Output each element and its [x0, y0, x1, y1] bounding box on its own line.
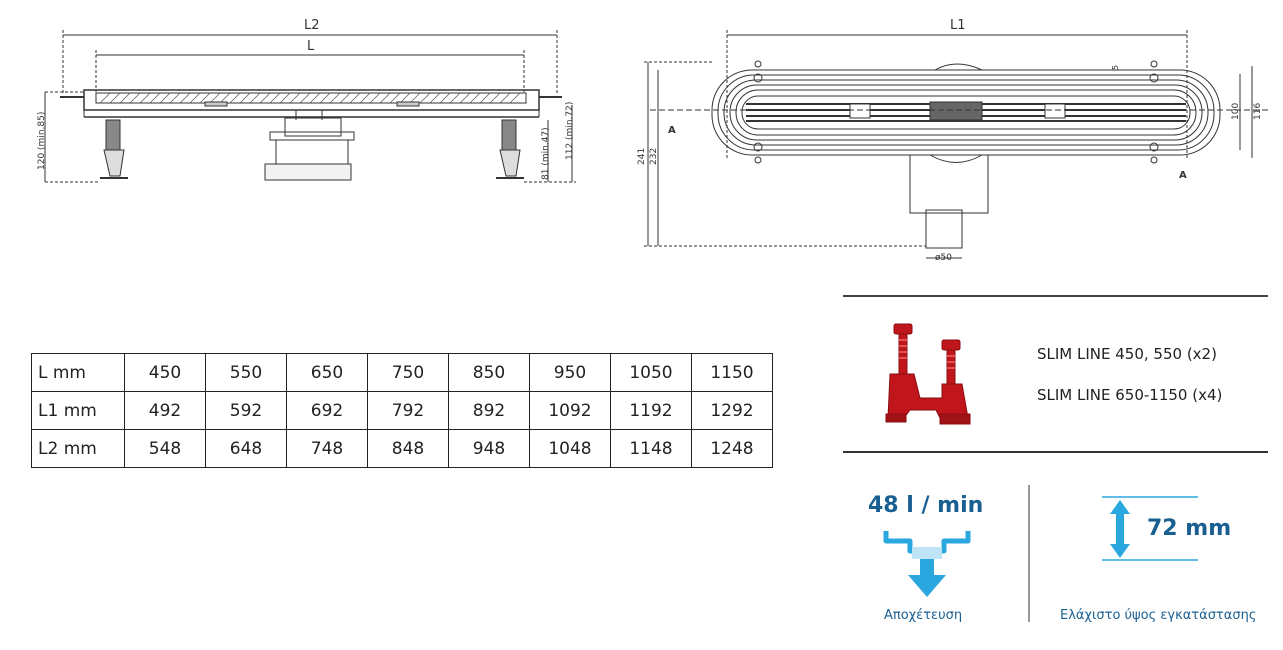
table-cell: 492 [124, 391, 206, 430]
row-header: L1 mm [31, 391, 125, 430]
side-view-drawing: L2 L 120 (min.85) 81 (min.47) 112 (min.7… [37, 18, 576, 183]
table-cell: 948 [448, 429, 530, 468]
dim-5-label: 5 [1111, 65, 1120, 70]
dimensions-table: L mm 450 550 650 750 850 950 1050 1150 L… [31, 353, 773, 468]
dim-232-label: 232 [649, 148, 659, 165]
height-label: Ελάχιστο ύψος εγκατάστασης [1060, 608, 1257, 623]
table-cell: 792 [367, 391, 449, 430]
table-cell: 648 [205, 429, 287, 468]
table-row: L mm 450 550 650 750 850 950 1050 1150 [31, 353, 773, 392]
drainage-icon [883, 531, 971, 597]
l1-label: L1 [950, 18, 966, 33]
table-cell: 1048 [529, 429, 611, 468]
table-cell: 750 [367, 353, 449, 392]
section-a-left-label: A [668, 125, 676, 136]
section-a-right-label: A [1179, 170, 1187, 181]
dim-100-label: 100 [1231, 103, 1241, 120]
adjustable-feet-icon [885, 323, 971, 425]
dim-116-label: 116 [1253, 103, 1263, 120]
table-cell: 1050 [610, 353, 692, 392]
flow-label: Αποχέτευση [884, 608, 963, 623]
dim-120-label: 120 (min.85) [37, 112, 47, 170]
feet-line-1: SLIM LINE 450, 550 (x2) [1037, 345, 1217, 363]
specs-vertical-divider [1028, 485, 1030, 622]
table-cell: 1292 [691, 391, 773, 430]
dim-81-label: 81 (min.47) [541, 127, 551, 180]
table-cell: 692 [286, 391, 368, 430]
diameter-label: ø50 [935, 253, 952, 263]
row-header: L mm [31, 353, 125, 392]
table-cell: 1150 [691, 353, 773, 392]
table-cell: 1192 [610, 391, 692, 430]
divider-bottom [843, 451, 1268, 453]
table-cell: 748 [286, 429, 368, 468]
feet-line-2: SLIM LINE 650-1150 (x4) [1037, 386, 1223, 404]
dim-241-label: 241 [637, 148, 647, 165]
table-cell: 592 [205, 391, 287, 430]
l2-label: L2 [304, 18, 320, 33]
table-cell: 892 [448, 391, 530, 430]
table-row: L1 mm 492 592 692 792 892 1092 1192 1292 [31, 391, 773, 430]
divider-top [843, 295, 1268, 297]
table-cell: 848 [367, 429, 449, 468]
table-cell: 1092 [529, 391, 611, 430]
table-cell: 950 [529, 353, 611, 392]
table-cell: 1148 [610, 429, 692, 468]
dim-112-label: 112 (min.72) [565, 102, 575, 160]
table-cell: 850 [448, 353, 530, 392]
table-cell: 548 [124, 429, 206, 468]
height-value: 72 mm [1147, 516, 1232, 541]
table-cell: 550 [205, 353, 287, 392]
top-view-drawing: L1 241 232 100 116 5 A A ø50 [637, 18, 1270, 263]
height-arrow-icon [1102, 496, 1198, 561]
row-header: L2 mm [31, 429, 125, 468]
table-row: L2 mm 548 648 748 848 948 1048 1148 1248 [31, 429, 773, 468]
table-cell: 450 [124, 353, 206, 392]
l-label: L [307, 39, 315, 54]
flow-value: 48 l / min [868, 493, 984, 518]
table-cell: 1248 [691, 429, 773, 468]
table-cell: 650 [286, 353, 368, 392]
